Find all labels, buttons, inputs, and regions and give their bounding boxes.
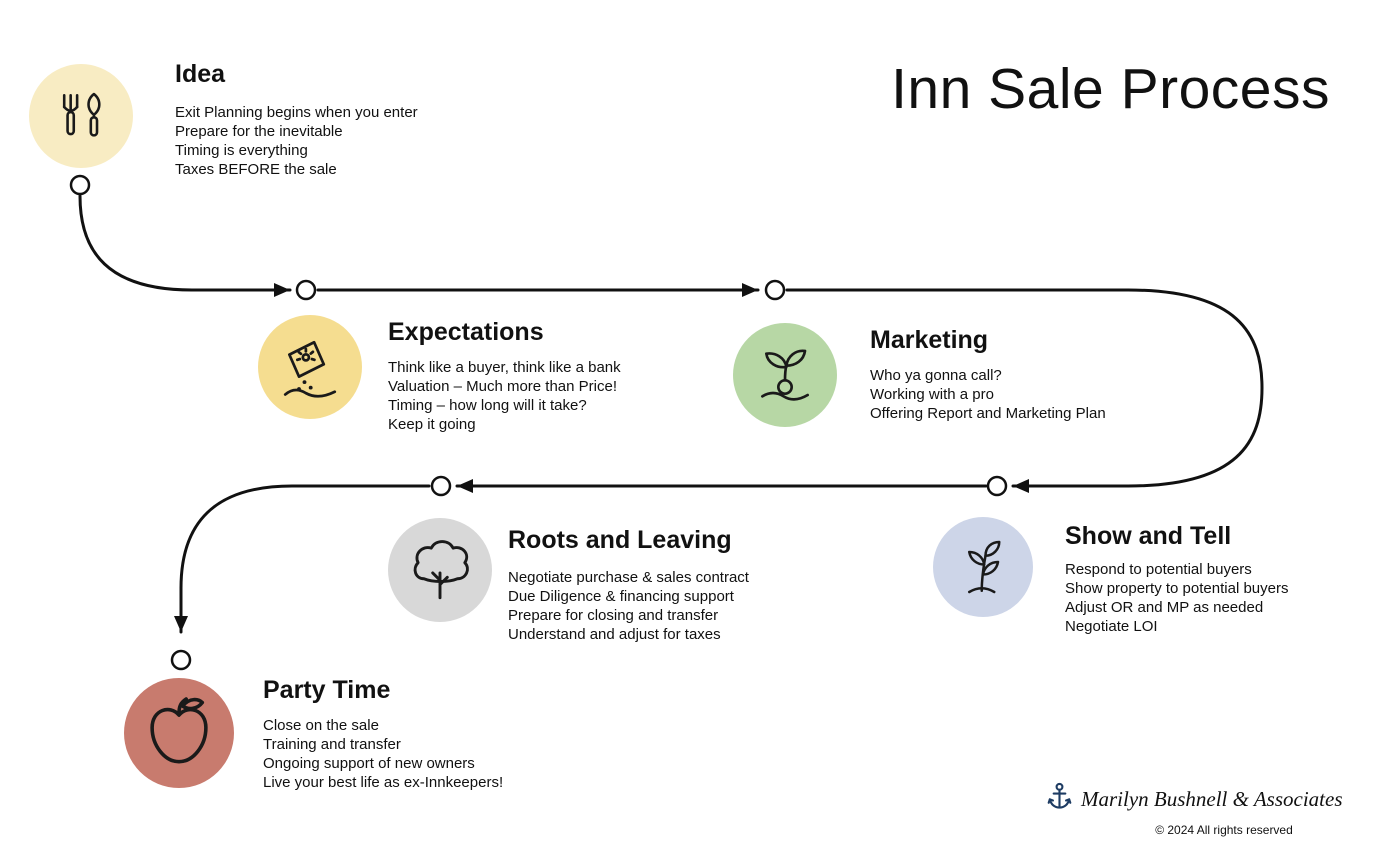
apple-icon [124, 678, 234, 788]
stage-title-roots-and-leaving: Roots and Leaving [508, 526, 732, 554]
node-show-and-tell [986, 475, 1008, 497]
stage-line: Negotiate purchase & sales contract [508, 569, 749, 586]
copyright-notice: © 2024 All rights reserved [1155, 823, 1293, 837]
stage-title-marketing: Marketing [870, 326, 989, 354]
footer: Marilyn Bushnell & Associates © 2024 All… [1046, 780, 1364, 837]
page-title: Inn Sale Process [891, 57, 1330, 121]
seed-packet-icon [258, 315, 362, 419]
stage-line: Valuation – Much more than Price! [388, 378, 618, 395]
stage-body-idea: Exit Planning begins when you enter Prep… [175, 103, 418, 179]
path-segment-idea-to-expectations [78, 194, 292, 297]
stage-line: Live your best life as ex-Innkeepers! [263, 774, 504, 791]
node-party-time [170, 649, 192, 671]
anchor-icon [1046, 780, 1073, 818]
stage-title-show-and-tell: Show and Tell [1065, 522, 1232, 550]
stage-body-marketing: Who ya gonna call? Working with a pro Of… [870, 366, 1106, 423]
stage-line: Due Diligence & financing support [508, 588, 734, 605]
stage-line: Understand and adjust for taxes [508, 626, 721, 643]
stage-line: Working with a pro [870, 386, 994, 403]
stage-line: Keep it going [388, 416, 476, 433]
seedling-icon [933, 517, 1033, 617]
stage-line: Think like a buyer, think like a bank [388, 359, 621, 376]
stage-line: Prepare for the inevitable [175, 123, 343, 140]
stage-line: Close on the sale [263, 717, 379, 734]
node-roots-and-leaving [430, 475, 452, 497]
sprout-icon [733, 323, 837, 427]
stage-body-expectations: Think like a buyer, think like a bank Va… [388, 358, 621, 434]
company-name: Marilyn Bushnell & Associates [1081, 786, 1343, 811]
stage-title-party-time: Party Time [263, 676, 391, 704]
stage-line: Show property to potential buyers [1065, 580, 1289, 597]
stage-line: Offering Report and Marketing Plan [870, 405, 1106, 422]
stage-body-roots-and-leaving: Negotiate purchase & sales contract Due … [508, 568, 749, 644]
stage-line: Taxes BEFORE the sale [175, 161, 337, 178]
stage-line: Negotiate LOI [1065, 618, 1158, 635]
stage-line: Exit Planning begins when you enter [175, 104, 418, 121]
stage-body-party-time: Close on the sale Training and transfer … [263, 716, 503, 792]
garden-tools-icon [29, 64, 133, 168]
stage-line: Training and transfer [263, 736, 401, 753]
stage-line: Adjust OR and MP as needed [1065, 599, 1264, 616]
stage-line: Prepare for closing and transfer [508, 607, 719, 624]
stage-line: Who ya gonna call? [870, 367, 1002, 384]
node-marketing [764, 279, 786, 301]
node-idea [69, 174, 91, 196]
stage-body-show-and-tell: Respond to potential buyers Show propert… [1065, 560, 1288, 636]
stage-line: Timing is everything [175, 142, 308, 159]
tree-icon [388, 518, 492, 622]
stage-line: Ongoing support of new owners [263, 755, 475, 772]
stage-title-expectations: Expectations [388, 318, 544, 346]
stage-line: Respond to potential buyers [1065, 561, 1252, 578]
stage-title-idea: Idea [175, 60, 226, 88]
stage-line: Timing – how long will it take? [388, 397, 587, 414]
node-expectations [295, 279, 317, 301]
